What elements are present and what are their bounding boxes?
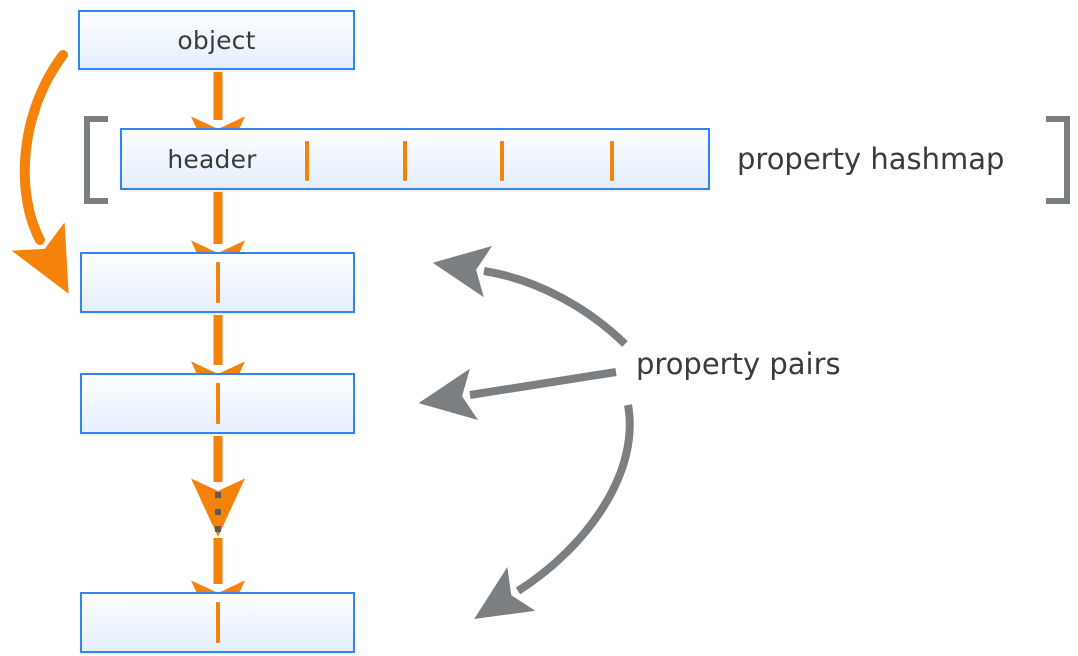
property-pair-divider [215, 602, 220, 643]
property-hashmap-caption: property hashmap [737, 142, 1005, 176]
hashmap-header-label: header [167, 144, 257, 174]
arrow-pairs-callout-top [432, 245, 628, 347]
property-pairs-caption: property pairs [636, 347, 841, 381]
arrow-object-curve-to-pair-0 [11, 50, 69, 294]
object-box[interactable]: object [78, 10, 355, 70]
hashmap-tick-2 [500, 141, 504, 181]
property-hashmap-bar[interactable]: header [120, 128, 710, 190]
hashmap-bracket-right [1046, 116, 1070, 204]
property-pair-box[interactable] [80, 592, 355, 653]
hashmap-bracket-left [84, 116, 108, 204]
property-pair-box[interactable] [80, 373, 355, 434]
arrow-pairs-callout-middle [418, 368, 617, 421]
property-pair-divider [215, 262, 220, 303]
hashmap-tick-1 [403, 141, 407, 181]
hashmap-tick-0 [305, 141, 309, 181]
ellipsis-dot [215, 492, 221, 498]
property-pair-divider [215, 383, 220, 424]
ellipsis-dot [215, 526, 221, 532]
ellipsis-dot [215, 509, 221, 515]
property-pair-box[interactable] [80, 252, 355, 313]
object-box-label: object [177, 25, 256, 55]
hashmap-tick-3 [610, 141, 614, 181]
arrow-pairs-callout-bottom [474, 404, 634, 620]
